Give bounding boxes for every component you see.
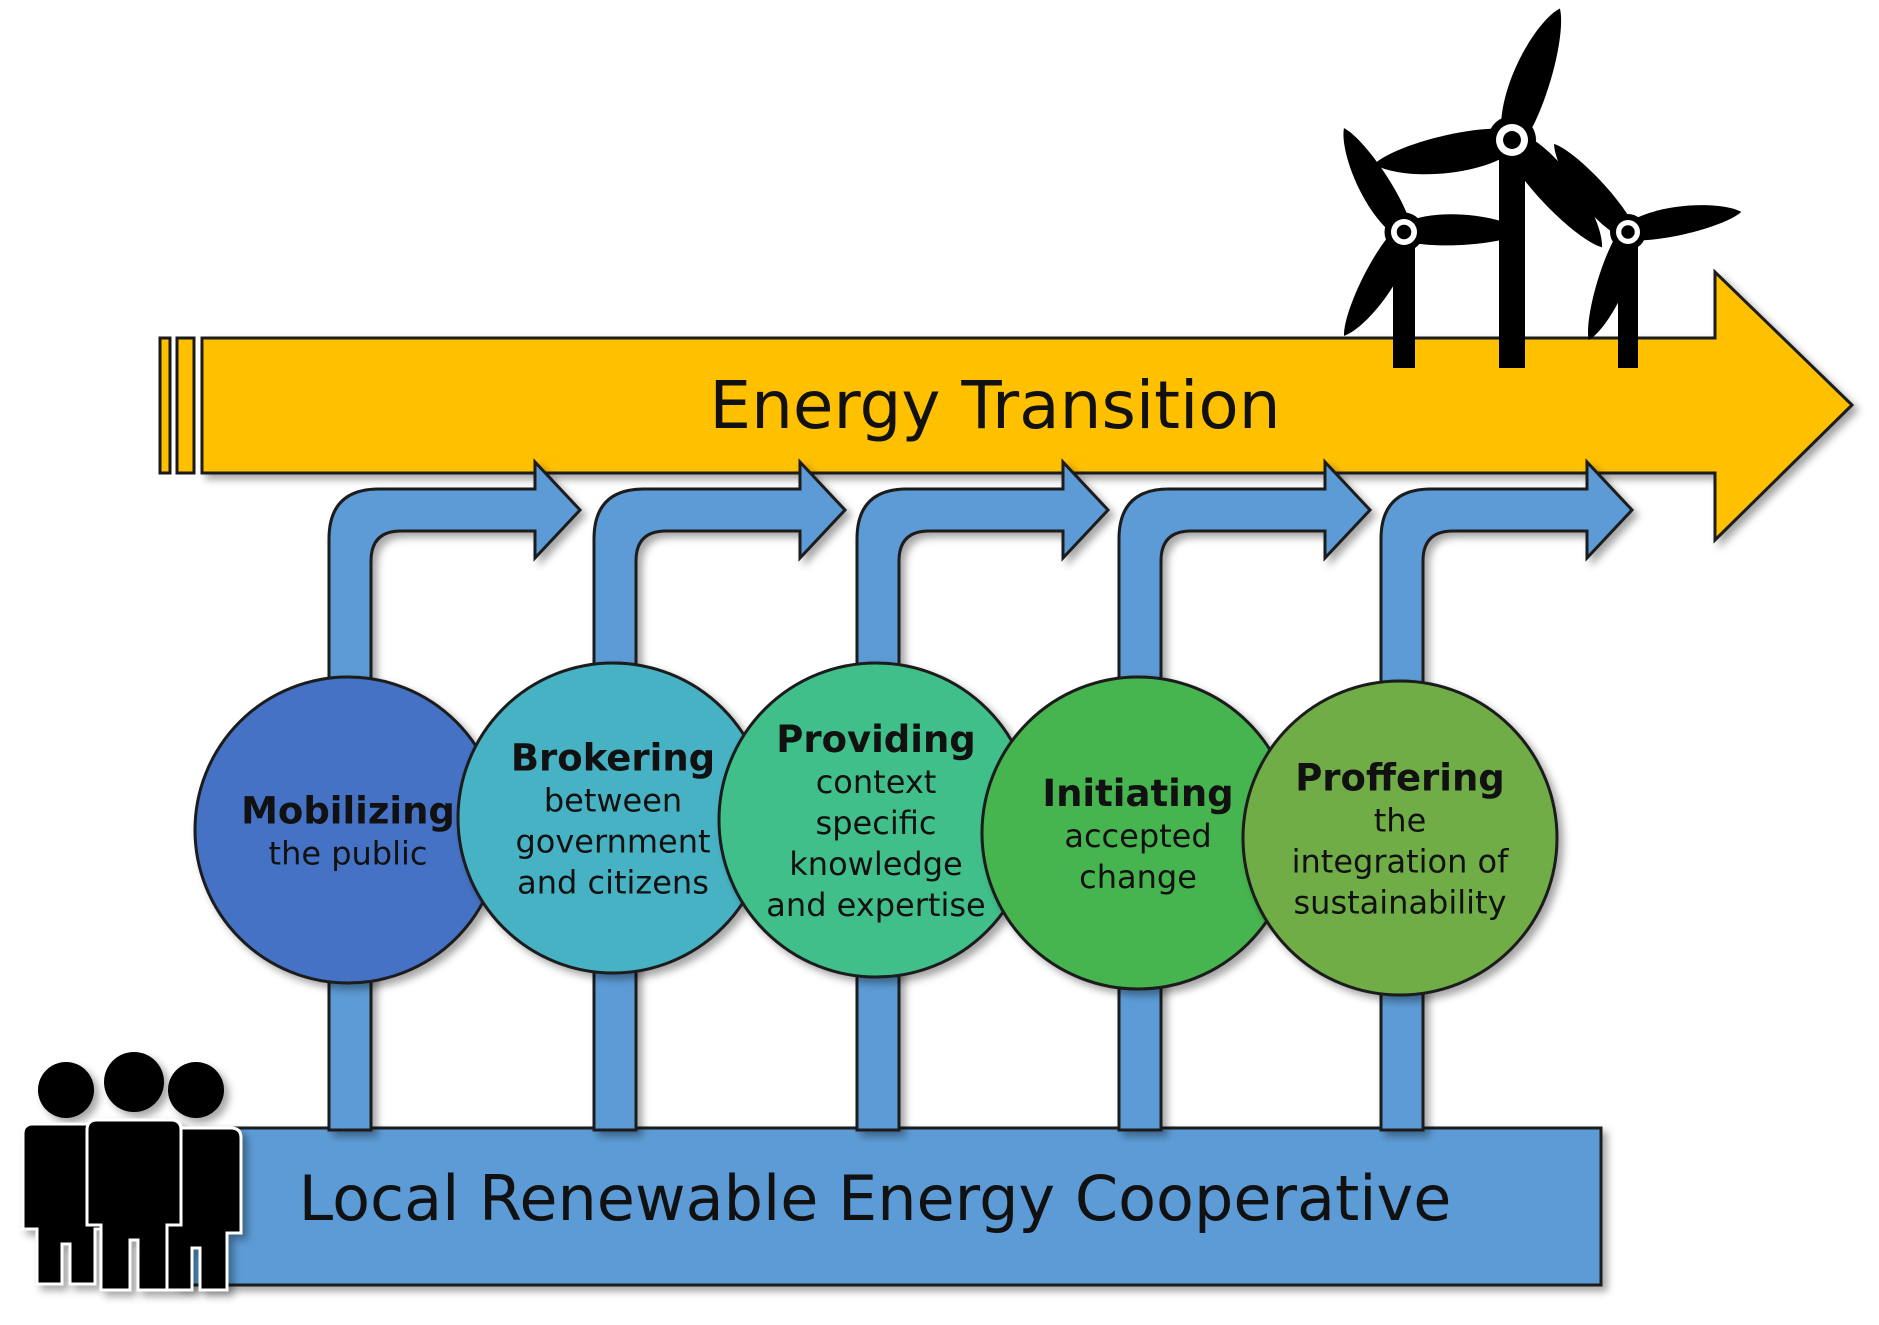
role-description-line: and citizens [517,864,709,902]
role-description-line: integration of [1292,843,1510,881]
connector-arrow [1117,458,1373,1132]
energy-transition-label: Energy Transition [709,367,1280,444]
role-title: Initiating [1042,772,1233,815]
cooperative-banner [173,1126,1603,1287]
role-description-line: knowledge [789,845,962,883]
role-description-line: and expertise [766,886,985,924]
cooperative-label: Local Renewable Energy Cooperative [299,1162,1452,1235]
person-icon [85,1052,183,1292]
cooperative-banner-box [173,1126,1603,1287]
connector-arrow [855,458,1111,1132]
role-description-line: the [1374,802,1427,840]
role-description-line: specific [816,804,937,842]
role-title: Proffering [1295,757,1505,800]
role-description-line: the public [269,835,428,873]
connector-arrow [592,458,848,1132]
role-description-line: change [1079,858,1197,896]
role-description-line: government [515,823,710,861]
connector-arrow [1379,458,1635,1132]
people-group-icon [21,1052,243,1292]
arrow-tail-stripe-1 [158,336,172,475]
wind-turbine [1554,143,1742,368]
role-title: Providing [776,718,976,761]
arrow-tail-stripe-2 [175,336,196,475]
role-title: Brokering [511,737,715,780]
role-description-line: context [816,763,937,801]
role-description-line: accepted [1064,817,1211,855]
energy-transition-arrow: Energy Transition [158,268,1855,544]
role-description-line: between [544,782,682,820]
energy-transition-arrow-body [200,268,1855,544]
role-title: Mobilizing [241,790,455,833]
wind-turbine [1374,8,1602,368]
wind-turbines-icon [1343,8,1742,368]
wind-turbine [1343,128,1524,368]
connector-arrows [327,458,1635,1132]
role-description-line: sustainability [1293,884,1506,922]
connector-arrow [327,458,583,1132]
